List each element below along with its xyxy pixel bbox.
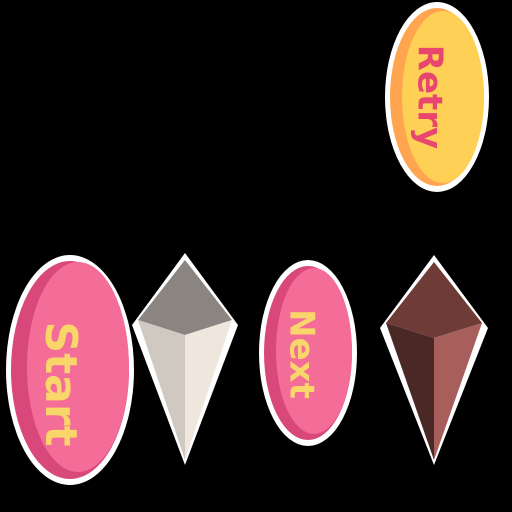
next-button-face [276, 268, 352, 434]
start-button[interactable]: Start [6, 255, 134, 485]
retry-button-face [402, 11, 484, 183]
next-button-label: Next [282, 309, 322, 399]
retry-button[interactable]: Retry [385, 2, 489, 192]
start-button-label: Start [35, 321, 86, 446]
start-button-face [27, 262, 129, 472]
retry-button-label: Retry [410, 45, 450, 149]
next-button[interactable]: Next [259, 260, 357, 446]
light-gem-icon [132, 253, 238, 465]
dark-gem-icon [380, 255, 488, 465]
